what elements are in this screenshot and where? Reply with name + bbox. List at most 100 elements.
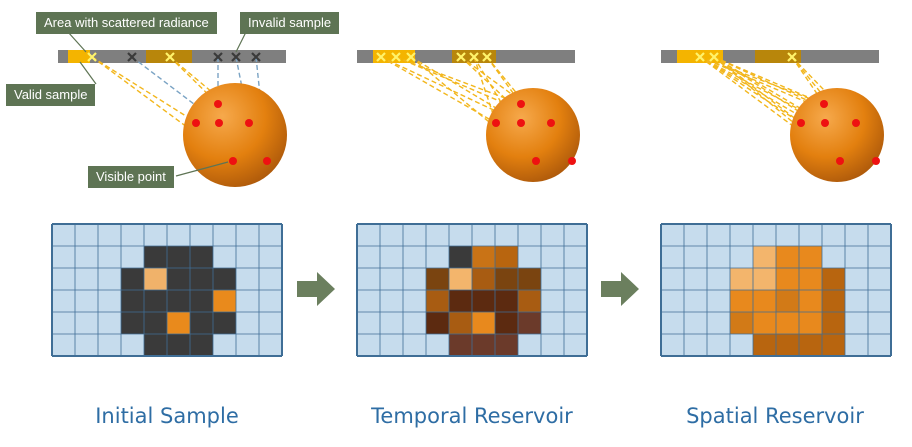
- pixel-grid-1: [51, 223, 283, 357]
- caption-temporal-reservoir: Temporal Reservoir: [371, 404, 573, 428]
- visible-point: [852, 119, 860, 127]
- valid-ray: [699, 56, 802, 124]
- visible-point: [229, 157, 237, 165]
- grid-cell: [144, 290, 167, 312]
- invalid-sample-marker: [231, 52, 241, 62]
- grid-cell: [799, 334, 822, 356]
- valid-ray: [380, 56, 497, 124]
- valid-ray: [460, 56, 552, 124]
- callout-pointer: [79, 61, 97, 85]
- valid-sample-marker: [87, 52, 97, 62]
- grid-cell: [730, 268, 753, 290]
- grid-cell: [495, 246, 518, 268]
- grid-cell: [167, 268, 190, 290]
- visible-point: [872, 157, 880, 165]
- visible-point: [517, 119, 525, 127]
- pixel-grid-2: [356, 223, 588, 357]
- valid-sample-marker: [482, 52, 492, 62]
- valid-ray: [699, 56, 857, 124]
- valid-sample-marker: [165, 52, 175, 62]
- visible-point: [192, 119, 200, 127]
- grid-cell: [426, 268, 449, 290]
- grid-cell: [213, 312, 236, 334]
- grid-cell: [167, 334, 190, 356]
- grid-cell: [472, 312, 495, 334]
- visible-point: [263, 157, 271, 165]
- valid-ray: [410, 56, 537, 162]
- grid-cell: [472, 268, 495, 290]
- grid-cell: [121, 312, 144, 334]
- grid-cell: [495, 268, 518, 290]
- callout-pointer: [235, 31, 247, 53]
- panel-3: [661, 50, 884, 182]
- visible-point: [836, 157, 844, 165]
- valid-sample-marker: [456, 52, 466, 62]
- progression-arrow-2: [601, 272, 639, 306]
- grid-cell: [753, 290, 776, 312]
- grid-cell: [167, 246, 190, 268]
- valid-ray: [395, 56, 522, 105]
- visible-point: [214, 100, 222, 108]
- grid-cell: [190, 246, 213, 268]
- visible-point-callout: Visible point: [88, 166, 174, 188]
- grid-cell: [822, 312, 845, 334]
- invalid-sample-marker: [127, 52, 137, 62]
- valid-sample-marker: [709, 52, 719, 62]
- invalid-sample-marker: [251, 52, 261, 62]
- grid-cell: [190, 290, 213, 312]
- visible-point: [821, 119, 829, 127]
- invalid-sample-callout: Invalid sample: [240, 12, 340, 34]
- grid-cell: [426, 290, 449, 312]
- grid-cell: [799, 268, 822, 290]
- caption-initial-sample: Initial Sample: [95, 404, 239, 428]
- grid-cell: [472, 246, 495, 268]
- grid-cell: [190, 268, 213, 290]
- grid-cell: [495, 334, 518, 356]
- visible-point: [547, 119, 555, 127]
- bright-radiance-area: [68, 50, 90, 63]
- grid-cell: [753, 334, 776, 356]
- grid-cell: [776, 268, 799, 290]
- grid-cell: [822, 290, 845, 312]
- grid-cell: [449, 290, 472, 312]
- visible-point: [568, 157, 576, 165]
- grid-cell: [753, 246, 776, 268]
- grid-cell: [822, 334, 845, 356]
- visible-point: [797, 119, 805, 127]
- valid-sample-marker: [469, 52, 479, 62]
- grid-cell: [121, 290, 144, 312]
- valid-ray: [169, 56, 219, 105]
- visible-point: [517, 100, 525, 108]
- grid-cell: [426, 312, 449, 334]
- grid-cell: [518, 290, 541, 312]
- grid-cell: [495, 290, 518, 312]
- valid-ray: [91, 56, 198, 124]
- grid-cell: [799, 290, 822, 312]
- grid-cell: [776, 312, 799, 334]
- grid-cell: [753, 268, 776, 290]
- grid-cell: [449, 268, 472, 290]
- pixel-grid-3: [660, 223, 892, 357]
- grid-cell: [495, 312, 518, 334]
- valid-sample-marker: [376, 52, 386, 62]
- grid-cell: [753, 312, 776, 334]
- panel-2: [357, 50, 580, 182]
- grid-cell: [472, 290, 495, 312]
- grid-cell: [776, 334, 799, 356]
- visible-point: [215, 119, 223, 127]
- grid-cell: [449, 334, 472, 356]
- valid-ray: [699, 56, 825, 105]
- scattered-radiance-callout: Area with scattered radiance: [36, 12, 217, 34]
- grid-cell: [121, 268, 144, 290]
- grid-cell: [190, 334, 213, 356]
- sphere: [183, 83, 287, 187]
- sphere: [790, 88, 884, 182]
- grid-cell: [144, 246, 167, 268]
- grid-cell: [213, 268, 236, 290]
- caption-spatial-reservoir: Spatial Reservoir: [686, 404, 864, 428]
- grid-cell: [822, 268, 845, 290]
- sphere: [486, 88, 580, 182]
- grid-cell: [799, 246, 822, 268]
- grid-cell: [144, 268, 167, 290]
